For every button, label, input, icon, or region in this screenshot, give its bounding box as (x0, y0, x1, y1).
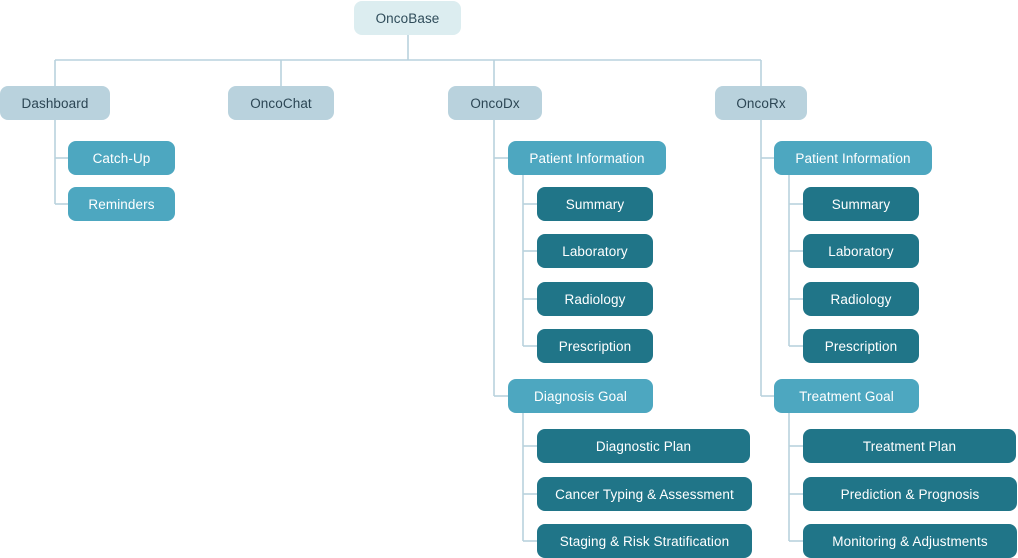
node-oncodx-patient-information: Patient Information (508, 141, 666, 175)
node-cancer-typing-assessment: Cancer Typing & Assessment (537, 477, 752, 511)
node-oncorx-laboratory: Laboratory (803, 234, 919, 268)
node-oncochat: OncoChat (228, 86, 334, 120)
node-oncorx-patient-information: Patient Information (774, 141, 932, 175)
node-oncodx-prescription: Prescription (537, 329, 653, 363)
node-prediction-prognosis: Prediction & Prognosis (803, 477, 1017, 511)
node-oncorx-radiology: Radiology (803, 282, 919, 316)
node-oncobase: OncoBase (354, 1, 461, 35)
node-oncorx: OncoRx (715, 86, 807, 120)
node-treatment-plan: Treatment Plan (803, 429, 1016, 463)
node-oncorx-prescription: Prescription (803, 329, 919, 363)
node-monitoring-adjustments: Monitoring & Adjustments (803, 524, 1017, 558)
node-oncorx-summary: Summary (803, 187, 919, 221)
node-diagnosis-goal: Diagnosis Goal (508, 379, 653, 413)
node-oncodx-radiology: Radiology (537, 282, 653, 316)
node-oncodx-summary: Summary (537, 187, 653, 221)
node-dashboard: Dashboard (0, 86, 110, 120)
node-diagnostic-plan: Diagnostic Plan (537, 429, 750, 463)
node-staging-risk-stratification: Staging & Risk Stratification (537, 524, 752, 558)
node-treatment-goal: Treatment Goal (774, 379, 919, 413)
node-oncodx: OncoDx (448, 86, 542, 120)
node-oncodx-laboratory: Laboratory (537, 234, 653, 268)
node-reminders: Reminders (68, 187, 175, 221)
node-catch-up: Catch-Up (68, 141, 175, 175)
